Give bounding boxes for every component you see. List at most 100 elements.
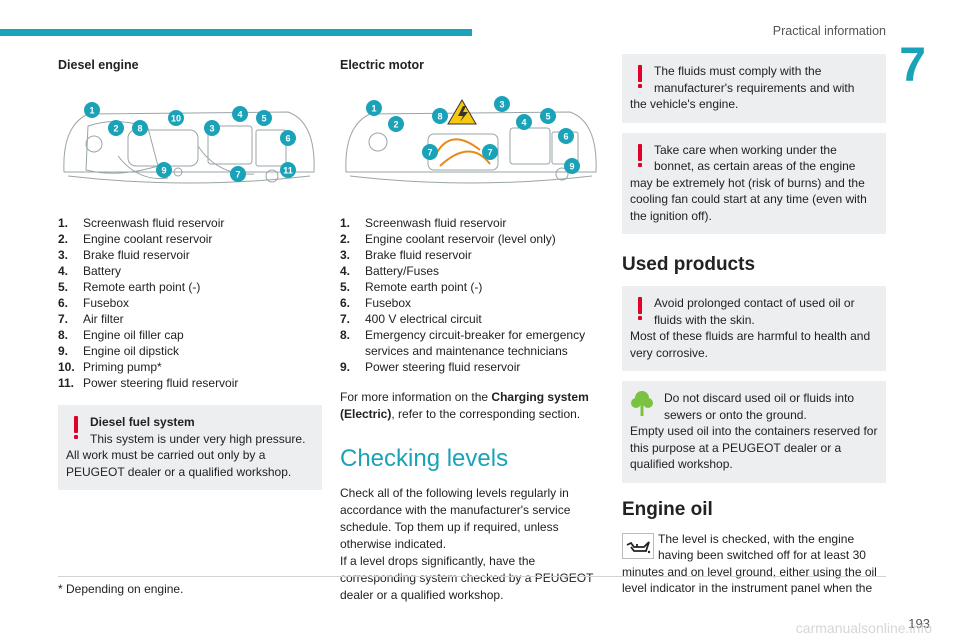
callout-badge xyxy=(432,108,448,124)
list-item: 1.Screenwash fluid reservoir xyxy=(340,215,603,231)
eco-tree-icon xyxy=(631,391,653,416)
list-item-number: 11. xyxy=(58,376,75,390)
list-item: 7.Air filter xyxy=(58,311,322,327)
list-item-number: 4. xyxy=(58,264,69,278)
callout-badge xyxy=(482,144,498,160)
footnote: * Depending on engine. xyxy=(58,582,184,596)
list-item-number: 9. xyxy=(58,344,69,358)
charging-system-link: Charging system (Electric) xyxy=(340,390,589,421)
callout-badge xyxy=(168,110,184,126)
warn3-first: Avoid prolonged contact of used oil or f… xyxy=(654,296,855,327)
list-item: 4. Battery/Fuses xyxy=(340,263,603,279)
list-item: 10.Priming pump* xyxy=(58,359,322,375)
callout-label: 2 xyxy=(393,120,398,130)
warn2-first: Take care when working under the bonnet,… xyxy=(654,142,856,174)
list-item-text: Battery xyxy=(83,264,122,278)
list-item-text: Brake fluid reservoir xyxy=(365,248,472,262)
callout-badge xyxy=(108,120,124,136)
callout-badge xyxy=(540,108,556,124)
list-item: 2.Engine coolant reservoir (level only) xyxy=(340,231,603,247)
callout-badge xyxy=(422,144,438,160)
list-item-number: 1. xyxy=(340,216,351,230)
list-item-number: 6. xyxy=(340,296,351,310)
callout-label: 4 xyxy=(237,110,242,120)
list-item-number: 8. xyxy=(340,328,351,342)
callout-badge xyxy=(558,128,574,144)
list-item-number: 2. xyxy=(58,232,69,246)
callout-label: 3 xyxy=(209,124,214,134)
list-item-number: 9. xyxy=(340,360,351,374)
list-item-text: Remote earth point (-) xyxy=(365,280,483,294)
page-number: 193 xyxy=(908,616,930,631)
callout-badge xyxy=(84,102,100,118)
high-voltage-icon xyxy=(447,99,477,125)
list-item-text: Battery/Fuses xyxy=(365,264,440,278)
orange-400v-cables xyxy=(434,138,491,167)
list-item: 5.Remote earth point (-) xyxy=(58,279,322,295)
callout-badge xyxy=(388,116,404,132)
list-item: 4. Battery xyxy=(58,263,322,279)
list-item: 3. Brake fluid reservoir xyxy=(340,247,603,263)
list-item-text: Fusebox xyxy=(83,296,130,310)
eco-first: Do not discard used oil or fluids into s… xyxy=(664,391,855,422)
callout-badge xyxy=(280,130,296,146)
list-item-text: Emergency circuit-breaker for emergency … xyxy=(365,328,586,358)
list-item-number: 3. xyxy=(58,248,69,262)
checking-para: Check all of the following levels regula… xyxy=(340,485,603,604)
callout-badge xyxy=(280,162,296,178)
diesel-warning-title: Diesel fuel system xyxy=(90,415,195,429)
callout-label: 11 xyxy=(283,166,293,176)
exclamation-warning-icon xyxy=(74,416,78,439)
list-item-number: 3. xyxy=(340,248,351,262)
list-item: 6. Fusebox xyxy=(58,295,322,311)
callout-badge xyxy=(132,120,148,136)
callout-label: 9 xyxy=(569,162,574,172)
list-item-number: 7. xyxy=(340,312,351,326)
callout-label: 5 xyxy=(545,112,550,122)
callout-label: 7 xyxy=(235,170,240,180)
callout-label: 3 xyxy=(499,100,504,110)
callout-badge xyxy=(516,114,532,130)
engine-oil-heading: Engine oil xyxy=(622,498,713,520)
callout-label: 9 xyxy=(161,166,166,176)
callout-badge xyxy=(156,162,172,178)
used-products-heading: Used products xyxy=(622,254,756,275)
list-item: 7. 400 V electrical circuit xyxy=(340,311,603,327)
list-item-number: 1. xyxy=(58,216,69,230)
diesel-warning-first: This system is under very high pressure. xyxy=(90,431,306,446)
callout-badge xyxy=(204,120,220,136)
callout-badge xyxy=(564,158,580,174)
callout-badge xyxy=(256,110,272,126)
callout-label: 8 xyxy=(437,112,442,122)
checking-para2: If a level drops significantly, have the… xyxy=(340,554,594,602)
list-item-text: Engine oil filler cap xyxy=(83,328,184,342)
checking-levels-heading: Checking levels xyxy=(340,445,509,472)
list-item-text: Fusebox xyxy=(365,296,412,310)
callout-label: 2 xyxy=(113,124,118,134)
list-item: 8.Engine oil filler cap xyxy=(58,327,322,343)
list-item-number: 2. xyxy=(340,232,351,246)
footer-divider xyxy=(58,576,886,577)
list-item-number: 4. xyxy=(340,264,351,278)
list-item-number: 6. xyxy=(58,296,69,310)
list-item-text: Engine oil dipstick xyxy=(83,344,180,358)
list-item-text: Priming pump* xyxy=(83,360,162,374)
callout-label: 5 xyxy=(261,114,266,124)
diesel-title: Diesel engine xyxy=(58,58,139,72)
fluid-compliance-warning: The fluids must comply with the manufact… xyxy=(622,54,886,123)
header-accent-bar xyxy=(0,29,472,36)
list-item-text: 400 V electrical circuit xyxy=(365,312,482,326)
oil-can-icon xyxy=(622,532,654,559)
list-item: 9.Power steering fluid reservoir xyxy=(340,359,603,375)
charging-info: For more information on the Charging sys… xyxy=(340,389,603,423)
callout-badge xyxy=(232,106,248,122)
exclamation-warning-icon xyxy=(638,297,642,320)
list-item: 6. Fusebox xyxy=(340,295,603,311)
list-item: 1.Screenwash fluid reservoir xyxy=(58,215,322,231)
oil-first: The level is checked, with the engine ha… xyxy=(658,531,866,563)
